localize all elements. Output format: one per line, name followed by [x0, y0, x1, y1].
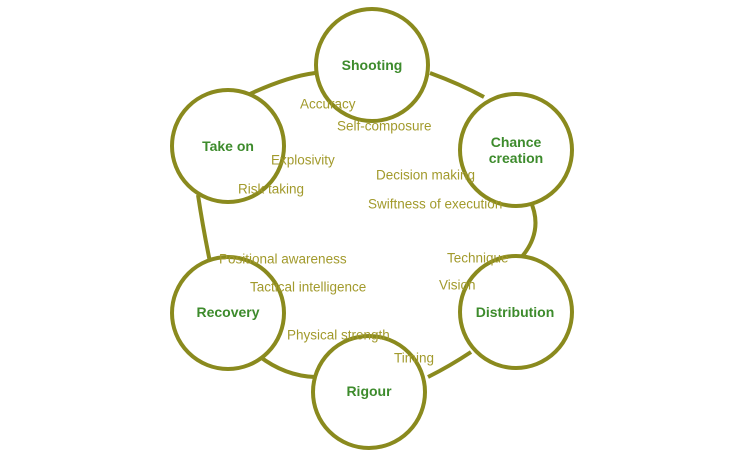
node-label-distribution: Distribution	[475, 304, 555, 320]
recovery-circle	[170, 255, 286, 371]
attribute-label: Timing	[394, 350, 435, 366]
rigour-circle	[311, 334, 427, 450]
take-on-circle	[170, 88, 286, 204]
attribute-label: Self-composure	[337, 118, 432, 134]
attribute-label: Explosivity	[271, 152, 335, 168]
connecting-outline	[196, 71, 538, 379]
node-label-chance-creation: Chance creation	[488, 134, 544, 166]
distribution-circle	[458, 254, 574, 370]
chance-creation-circle	[458, 92, 574, 208]
node-label-rigour: Rigour	[346, 383, 392, 399]
node-label-take-on: Take on	[202, 138, 254, 154]
attribute-label: Physical strength	[287, 327, 390, 343]
attribute-label: Vision	[439, 277, 476, 293]
attribute-label: Accuracy	[300, 96, 356, 112]
node-label-shooting: Shooting	[341, 57, 403, 73]
attribute-label: Risk taking	[238, 181, 305, 197]
attribute-label: Swiftness of execution	[368, 196, 503, 212]
node-label-recovery: Recovery	[196, 304, 260, 320]
attribute-label: Tactical intelligence	[250, 279, 367, 295]
attribute-label: Positional awareness	[219, 251, 347, 267]
attribute-label: Technique	[447, 250, 509, 266]
shooting-circle	[314, 7, 430, 123]
attribute-label: Decision making	[376, 167, 476, 183]
